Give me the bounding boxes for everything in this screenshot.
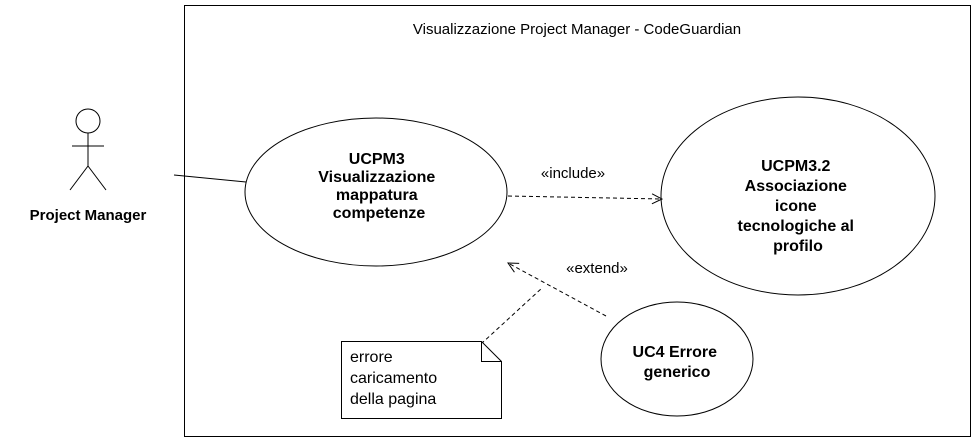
use-case-ucpm3[interactable]: UCPM3 Visualizzazione mappatura competen… [244, 117, 508, 267]
note-line: caricamento [350, 370, 437, 387]
note-anchor-line [480, 287, 543, 345]
svg-text:errore caricamento: errore caricamento della pagina [350, 349, 442, 408]
use-case-ucpm3-2-line: Associazione [745, 178, 847, 195]
svg-text:UCPM3.2 Associazione: UCPM3.2 Associazione icone tecnologiche … [738, 158, 859, 255]
use-case-uc4[interactable]: UC4 Errore generico [600, 301, 754, 417]
include-arrow [507, 196, 662, 199]
use-case-ucpm3-2-line: profilo [773, 238, 823, 255]
actor-name: Project Manager [30, 207, 147, 224]
use-case-ucpm3-line: competenze [333, 205, 426, 222]
use-case-uc4-line: UC4 Errore [633, 344, 718, 361]
svg-text:UCPM3 Visualizzazione: UCPM3 Visualizzazione mappatura competen… [318, 151, 440, 222]
note: errore caricamento della pagina [341, 341, 502, 419]
include-label: «include» [541, 165, 605, 182]
extend-arrow [508, 263, 607, 317]
use-case-ucpm3-2-line: UCPM3.2 [761, 158, 830, 175]
stick-figure-actor-icon [69, 108, 107, 191]
use-case-ucpm3-2[interactable]: UCPM3.2 Associazione icone tecnologiche … [660, 96, 936, 296]
association-line [173, 174, 247, 183]
note-line: della pagina [350, 391, 436, 408]
extend-label: «extend» [566, 260, 628, 277]
use-case-uc4-line: generico [644, 364, 711, 381]
note-line: errore [350, 349, 393, 366]
system-boundary [184, 5, 971, 437]
use-case-ucpm3-line: Visualizzazione [318, 169, 435, 186]
use-case-ucpm3-2-line: icone [775, 198, 817, 215]
use-case-ucpm3-line: mappatura [336, 187, 418, 204]
use-case-ucpm3-2-line: tecnologiche al [738, 218, 854, 235]
use-case-ucpm3-line: UCPM3 [349, 151, 405, 168]
svg-text:UC4 Errore generico: UC4 Errore generico [633, 344, 722, 381]
system-title: Visualizzazione Project Manager - CodeGu… [413, 21, 741, 38]
